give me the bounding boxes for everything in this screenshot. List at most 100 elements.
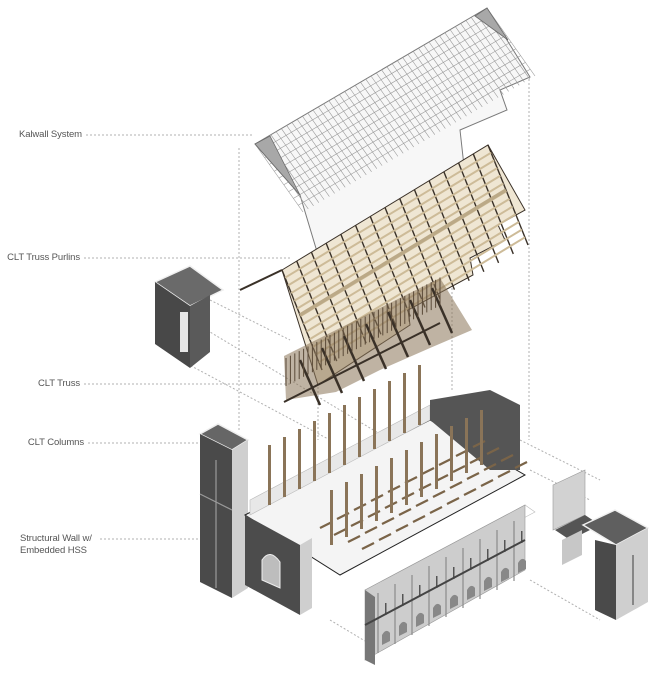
pew — [364, 526, 378, 534]
pew — [378, 533, 392, 541]
east-sacristy — [552, 469, 600, 565]
arcade-details — [364, 521, 526, 653]
arcade-ledge — [364, 539, 526, 626]
purlin-batten — [296, 182, 504, 310]
pew — [429, 506, 443, 514]
pew — [483, 463, 497, 471]
arcade-arch — [382, 630, 390, 645]
sacristy-base — [562, 530, 582, 565]
arcade-arch — [450, 594, 458, 609]
kalwall-rail — [259, 14, 492, 152]
purlin-batten — [303, 197, 511, 325]
label-clt-columns: CLT Columns — [27, 437, 84, 448]
label-clt-truss-purlins: CLT Truss Purlins — [7, 252, 80, 263]
pew — [381, 517, 395, 525]
label-kalwall-system: Kalwall System — [18, 129, 82, 140]
clt-column — [390, 458, 393, 513]
clt-column — [405, 450, 408, 505]
pew — [333, 528, 347, 536]
kalwall-rail — [274, 34, 507, 172]
arcade-arch — [501, 567, 509, 582]
arcade-arch — [467, 585, 475, 600]
right-tower-side — [616, 528, 648, 620]
arched-doorway — [261, 554, 281, 589]
right-tower-front — [595, 540, 616, 620]
purlin-ridge-extension — [239, 269, 283, 291]
pew — [412, 515, 426, 523]
pew — [395, 524, 409, 532]
pew — [347, 535, 361, 543]
arcade-slot-window — [470, 558, 472, 570]
pew — [497, 470, 511, 478]
pew — [480, 479, 494, 487]
clt-column — [298, 429, 301, 489]
tower-side — [232, 440, 248, 598]
bell-tower-left — [198, 423, 250, 598]
kalwall-rail — [264, 21, 497, 158]
vestibule-door-opening — [180, 312, 188, 352]
purlin-batten — [284, 151, 492, 279]
kalwall-roof — [254, 7, 536, 256]
label-clt-truss: CLT Truss — [37, 378, 80, 389]
projection-line — [209, 299, 291, 341]
pew — [432, 490, 446, 498]
arcade-slot-window — [419, 585, 421, 597]
truss-base — [283, 322, 441, 403]
pew — [514, 461, 528, 469]
pew — [463, 488, 477, 496]
clt-column — [358, 397, 361, 457]
clt-column — [343, 405, 346, 465]
altar-wall — [430, 390, 520, 470]
clt-column — [480, 410, 483, 465]
pew — [398, 508, 412, 516]
label-structural-wall-line2: Embedded HSS — [20, 545, 87, 556]
clt-column — [388, 381, 391, 441]
clt-column — [283, 437, 286, 497]
clt-column — [435, 434, 438, 489]
entry-vestibule-block — [153, 265, 225, 368]
kalwall-rail — [269, 28, 502, 165]
clt-column — [420, 442, 423, 497]
label-structural-wall-line1: Structural Wall w/ — [20, 533, 92, 544]
clt-column — [328, 413, 331, 473]
clt-column — [313, 421, 316, 481]
pew — [361, 542, 375, 550]
arcade-arch — [416, 612, 424, 627]
arcade-slot-window — [521, 531, 523, 543]
kalwall-gable-east — [474, 7, 509, 41]
kalwall-rail — [278, 41, 512, 179]
clt-column — [450, 426, 453, 481]
kalwall-gable-west — [254, 135, 301, 196]
arcade-end — [365, 590, 375, 665]
south-arcade-wall — [364, 504, 536, 665]
arcade-slot-window — [402, 594, 404, 606]
purlin-batten — [287, 159, 495, 287]
projection-line — [519, 439, 601, 481]
pew — [415, 499, 429, 507]
purlin-batten — [306, 205, 514, 333]
pew — [466, 472, 480, 480]
kalwall-rail — [293, 62, 526, 199]
purlin-rafter — [472, 153, 514, 255]
cross-horizontal — [199, 493, 233, 511]
arcade-arch — [399, 621, 407, 636]
purlin-batten — [293, 174, 501, 302]
purlin-ridge-beam — [299, 188, 507, 317]
sacristy-roof — [555, 515, 600, 540]
pew — [486, 447, 500, 455]
arcade-slot-window — [487, 549, 489, 561]
arcade-slot-window — [504, 540, 506, 552]
arcade-arch — [518, 558, 526, 573]
pew — [446, 497, 460, 505]
purlin-batten — [309, 213, 517, 341]
pew — [452, 465, 466, 473]
clt-column — [360, 474, 363, 529]
clt-columns — [268, 365, 483, 545]
purlin-rafter — [487, 144, 529, 246]
kalwall-rail — [288, 55, 521, 192]
purlin-rafter — [428, 180, 470, 281]
arcade-arch — [433, 603, 441, 618]
purlin-rafter — [443, 171, 485, 273]
kalwall-rail — [298, 68, 531, 206]
